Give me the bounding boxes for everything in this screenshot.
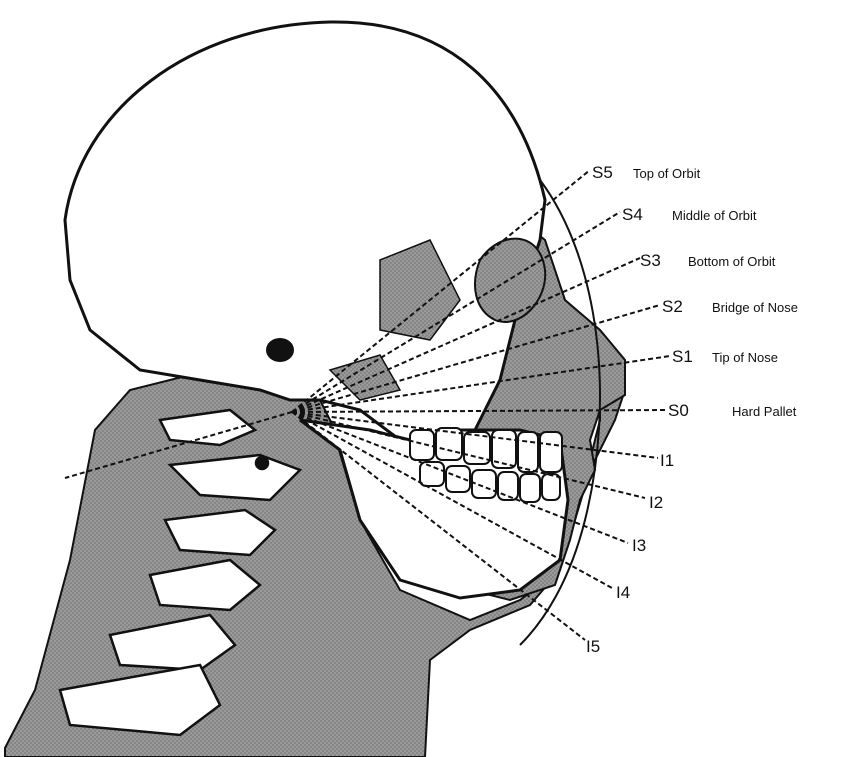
ray-description-s3: Bottom of Orbit (688, 254, 776, 269)
ray-description-s1: Tip of Nose (712, 350, 778, 365)
ray-description-s4: Middle of Orbit (672, 208, 757, 223)
ear-canal (266, 338, 294, 362)
ray-code-s5: S5 (592, 163, 613, 182)
ray-code-i5: I5 (586, 637, 600, 656)
ray-code-s4: S4 (622, 205, 643, 224)
ray-code-i1: I1 (660, 451, 674, 470)
ray-description-s2: Bridge of Nose (712, 300, 798, 315)
ray-description-s5: Top of Orbit (633, 166, 701, 181)
ray-code-i3: I3 (632, 536, 646, 555)
ray-code-s2: S2 (662, 297, 683, 316)
ray-code-i4: I4 (616, 583, 630, 602)
ray-code-s0: S0 (668, 401, 689, 420)
ray-description-s0: Hard Pallet (732, 404, 797, 419)
ray-code-i2: I2 (649, 493, 663, 512)
ray-code-s3: S3 (640, 251, 661, 270)
ray-code-s1: S1 (672, 347, 693, 366)
